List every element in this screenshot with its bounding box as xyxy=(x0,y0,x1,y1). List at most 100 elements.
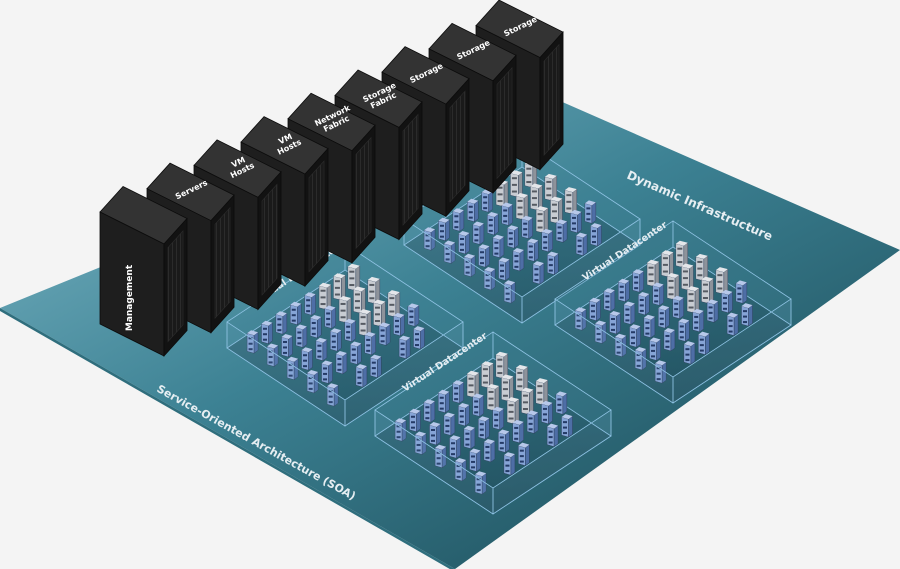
server-rack-blue xyxy=(726,312,739,337)
rack-door-grill xyxy=(167,230,184,343)
server-rack-blue xyxy=(589,297,601,322)
server-rack-blue xyxy=(498,257,510,281)
server-rack-blue xyxy=(326,383,339,407)
server-rack-blue xyxy=(335,350,348,375)
server-rack-blue xyxy=(414,431,427,455)
server-rack-blue xyxy=(638,291,650,316)
server-rack-blue xyxy=(518,442,530,467)
server-rack-blue xyxy=(706,299,719,323)
server-rack-blue xyxy=(438,389,450,414)
server-rack-grey xyxy=(506,397,520,425)
server-rack-blue xyxy=(310,314,322,339)
server-rack-blue xyxy=(394,418,407,442)
server-rack-blue xyxy=(652,282,664,306)
server-rack-blue xyxy=(584,200,597,224)
platform-edge xyxy=(0,308,455,569)
server-rack-blue xyxy=(541,400,553,425)
server-rack-blue xyxy=(301,347,313,371)
server-rack-blue xyxy=(378,322,391,346)
rack-door-grill xyxy=(543,43,560,156)
server-rack-blue xyxy=(629,324,641,348)
server-rack-grey xyxy=(515,192,529,221)
server-rack-blue xyxy=(463,425,476,450)
server-rack-blue xyxy=(443,412,456,436)
server-rack-blue xyxy=(570,209,582,234)
server-rack-blue xyxy=(438,217,450,242)
server-rack-grey xyxy=(686,286,700,314)
server-rack-blue xyxy=(735,280,748,304)
server-rack-blue xyxy=(614,333,627,358)
server-rack-blue xyxy=(654,360,667,384)
server-rack-grey xyxy=(535,206,549,234)
server-rack-blue xyxy=(555,391,568,415)
server-rack-grey xyxy=(646,259,660,288)
rack-door-grill xyxy=(402,113,419,226)
server-rack-blue xyxy=(574,307,587,331)
server-rack-blue xyxy=(521,215,533,240)
rack-door-grill xyxy=(496,67,513,180)
server-rack-blue xyxy=(364,331,376,356)
server-rack-blue xyxy=(321,360,333,384)
server-rack-grey xyxy=(486,383,500,412)
server-rack-blue xyxy=(398,335,411,360)
server-rack-blue xyxy=(507,225,519,249)
datacenter-roof xyxy=(554,220,792,378)
server-rack-blue xyxy=(683,341,696,365)
server-rack-blue xyxy=(503,452,516,476)
server-rack-grey xyxy=(358,309,372,337)
server-rack-blue xyxy=(698,331,710,356)
server-rack-grey xyxy=(661,250,674,278)
server-rack-blue xyxy=(555,219,568,243)
server-rack-blue xyxy=(632,269,644,293)
server-rack-blue xyxy=(618,278,630,303)
server-rack-blue xyxy=(575,232,588,257)
rack-door-grill xyxy=(355,136,372,250)
server-rack-blue xyxy=(498,429,510,453)
server-rack-blue xyxy=(315,337,328,362)
rack-door-grill xyxy=(449,90,466,203)
server-rack-blue xyxy=(344,318,356,343)
server-rack-blue xyxy=(350,341,362,365)
rack-door-grill xyxy=(214,206,231,320)
server-rack-blue xyxy=(286,356,299,381)
server-rack-blue xyxy=(429,422,441,446)
server-rack-grey xyxy=(373,299,386,328)
server-rack-blue xyxy=(472,393,484,417)
server-rack-blue xyxy=(547,251,559,276)
virtual-datacenter: Virtual Datacenter xyxy=(374,330,612,515)
server-rack-blue xyxy=(678,318,690,342)
server-rack-blue xyxy=(503,280,516,304)
server-rack-blue xyxy=(355,364,368,388)
server-rack-grey xyxy=(387,290,401,318)
server-rack-blue xyxy=(467,198,479,223)
server-rack-blue xyxy=(643,314,656,339)
server-rack-blue xyxy=(246,330,259,354)
server-rack-grey xyxy=(353,286,366,314)
server-rack-blue xyxy=(458,402,470,427)
server-rack-blue xyxy=(281,334,293,358)
server-rack-blue xyxy=(443,240,456,264)
server-rack-blue xyxy=(393,312,405,337)
server-rack-blue xyxy=(492,234,505,259)
server-rack-blue xyxy=(481,189,493,213)
server-rack-grey xyxy=(515,364,529,393)
server-rack-blue xyxy=(295,324,308,348)
rack-door-grill xyxy=(261,183,278,296)
server-rack-blue xyxy=(609,311,621,335)
server-rack-blue xyxy=(304,292,316,316)
virtual-datacenter: Virtual Datacenter xyxy=(226,242,464,427)
server-rack-blue xyxy=(423,227,436,251)
server-cluster xyxy=(423,160,602,304)
server-rack-blue xyxy=(478,416,490,440)
server-rack-grey xyxy=(338,295,352,324)
server-rack-blue xyxy=(275,311,288,335)
server-rack-blue xyxy=(463,253,476,278)
server-rack-blue xyxy=(501,202,513,226)
server-rack-blue xyxy=(454,457,467,482)
server-rack-blue xyxy=(413,326,425,350)
server-rack-grey xyxy=(466,370,480,399)
server-rack-blue xyxy=(478,244,490,268)
server-rack-grey xyxy=(675,240,689,269)
server-rack-blue xyxy=(663,327,676,352)
